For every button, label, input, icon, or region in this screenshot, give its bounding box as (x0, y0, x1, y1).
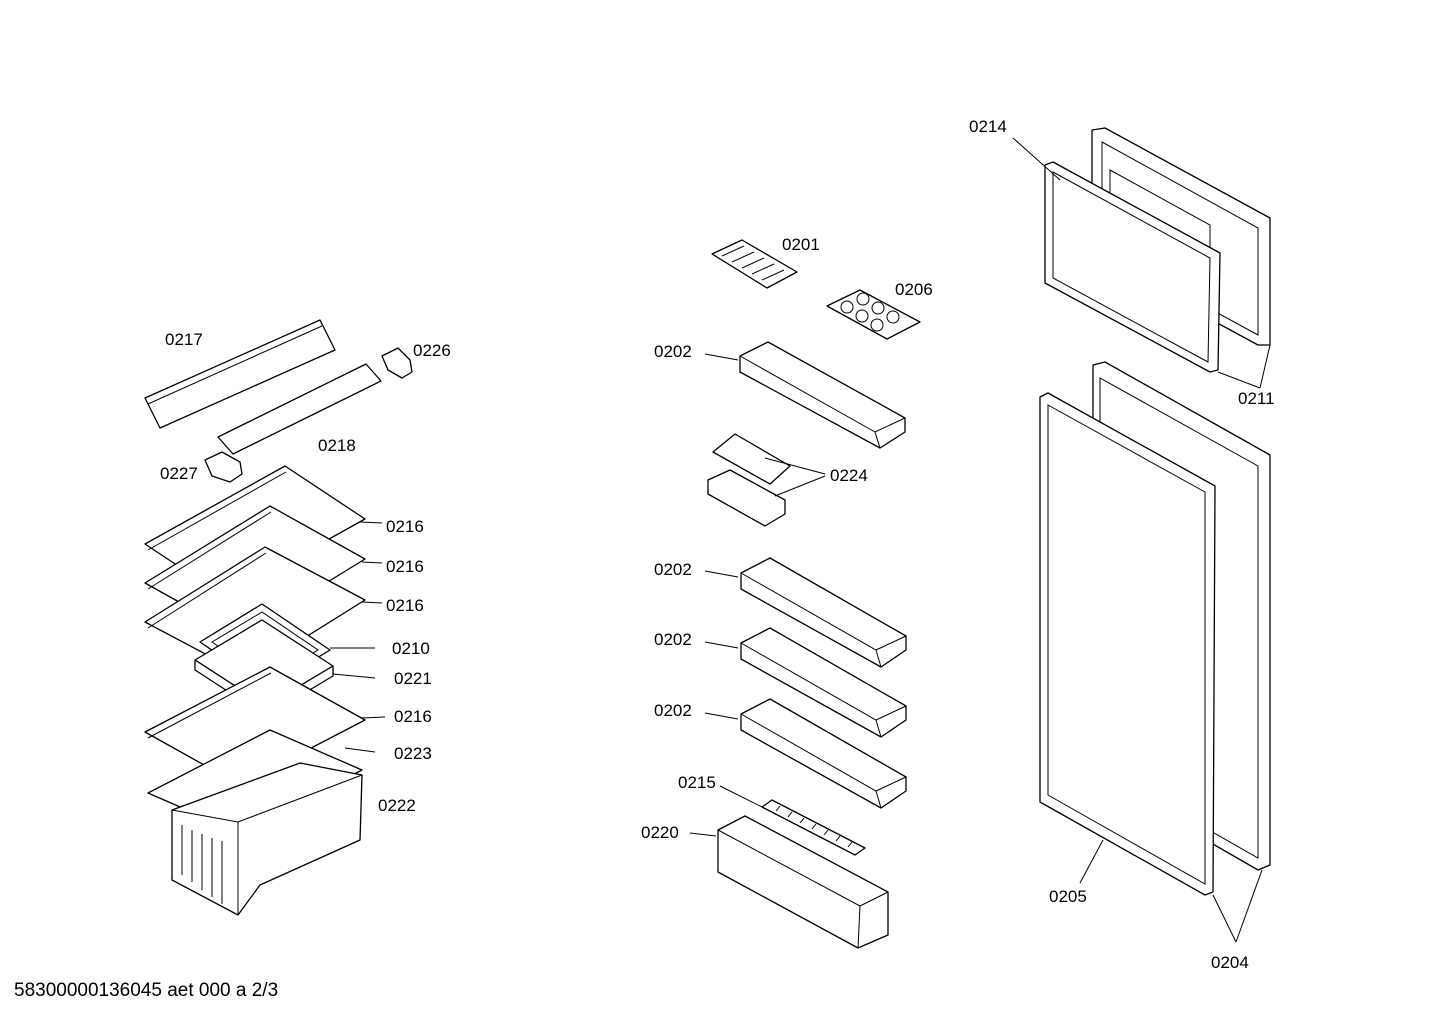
shelf-0218 (217, 363, 382, 455)
fridge-gasket-0205 (1039, 392, 1216, 896)
door-bin-0202-a (739, 341, 906, 449)
label-0226: 0226 (413, 341, 451, 360)
label-0211: 0211 (1238, 389, 1275, 408)
butter-box-0224 (707, 433, 791, 527)
freezer-gasket-0214 (1044, 161, 1221, 373)
label-0215: 0215 (678, 773, 716, 792)
label-0210: 0210 (392, 639, 430, 658)
label-0202-d: 0202 (654, 701, 692, 720)
label-0224: 0224 (830, 466, 868, 485)
label-0202-c: 0202 (654, 630, 692, 649)
label-0217: 0217 (165, 330, 203, 349)
label-0216-b: 0216 (386, 557, 424, 576)
clip-0227 (204, 451, 243, 483)
bottle-bin-0220 (717, 815, 889, 949)
label-0201: 0201 (782, 235, 820, 254)
label-0216-c: 0216 (386, 596, 424, 615)
drawer-0222 (171, 762, 363, 916)
label-0216-d: 0216 (394, 707, 432, 726)
label-0206: 0206 (895, 280, 933, 299)
bottle-rack-0215 (761, 799, 866, 856)
document-id-footer: 58300000136045 aet 000 a 2/3 (14, 980, 279, 1001)
label-0221: 0221 (394, 669, 432, 688)
leader-lines (330, 137, 1271, 943)
label-0205: 0205 (1049, 887, 1087, 906)
label-0216-a: 0216 (386, 517, 424, 536)
door-bin-0202-b (740, 557, 907, 668)
ice-tray-0201 (711, 239, 798, 289)
label-0222: 0222 (378, 796, 416, 815)
egg-tray-0206 (826, 289, 921, 340)
label-0204: 0204 (1211, 953, 1249, 972)
label-0202-b: 0202 (654, 560, 692, 579)
door-bin-0202-d (740, 698, 907, 809)
part-labels: 0217 0226 0218 0227 0216 0216 0216 0210 … (160, 117, 1275, 972)
label-0218: 0218 (318, 436, 356, 455)
door-bin-0202-c (740, 627, 907, 738)
label-0223: 0223 (394, 744, 432, 763)
label-0220: 0220 (641, 823, 679, 842)
label-0227: 0227 (160, 464, 198, 483)
label-0202-a: 0202 (654, 342, 692, 361)
label-0214: 0214 (969, 117, 1007, 136)
shelf-0217 (144, 319, 336, 429)
clip-0226 (381, 347, 413, 379)
